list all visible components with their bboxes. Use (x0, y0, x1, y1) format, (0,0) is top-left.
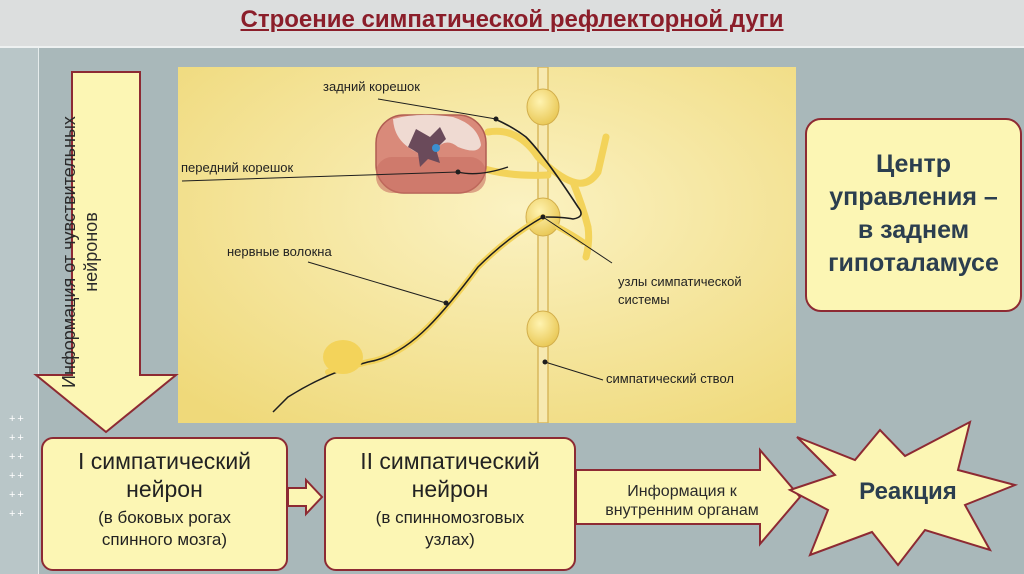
left-margin-band (0, 48, 39, 574)
plus-mark: ++ (9, 470, 26, 482)
reaction-label: Реакция (859, 478, 957, 505)
plus-mark: ++ (9, 508, 26, 520)
illustration-background (178, 67, 796, 423)
pointer-dot (455, 169, 461, 175)
neuron1-location-line2: спинного мозга) (101, 530, 228, 549)
nerve-branch (569, 178, 593, 261)
sensory-arrow-text: Информация от чувствительных нейронов (58, 87, 102, 417)
sensory-arrow-line2: нейронов (81, 212, 101, 292)
pointer-nerve-fibers (307, 261, 447, 304)
postganglionic-fiber (272, 216, 544, 413)
pointer-dot (493, 116, 499, 122)
preganglionic-fiber (494, 118, 582, 220)
organ-info-arrow (575, 447, 802, 547)
plus-mark: ++ (9, 432, 26, 444)
sensory-arrow-line1: Информация от чувствительных (59, 116, 79, 388)
ganglion (526, 88, 560, 126)
spinal-nerve (484, 127, 610, 187)
label-posterior-root: задний корешок (323, 79, 420, 94)
plus-mark: ++ (9, 413, 26, 425)
label-ganglia-line1: узлы симпатической (618, 274, 742, 289)
organ-arrow-line1: Информация к (627, 483, 737, 500)
ganglion (526, 310, 560, 348)
sympathetic-trunk (537, 67, 549, 423)
neuron1-subtitle: нейрон (126, 476, 203, 502)
header-divider (0, 46, 1024, 48)
neuron1-location-line1: (в боковых рогах (98, 508, 231, 527)
neuron2-location-line2: узлах) (425, 530, 475, 549)
neuron2-title: II симпатический (360, 448, 540, 474)
pointer-posterior-root (377, 98, 497, 120)
pointer-dot (443, 300, 449, 306)
label-anterior-root: передний корешок (181, 160, 294, 175)
neuron1-box: I симпатический нейрон (в боковых рогах … (41, 437, 288, 571)
control-center-text: Центр управления – в заднем гипоталамусе (807, 148, 1020, 280)
pointer-dot (542, 359, 548, 365)
sensory-info-arrow (33, 71, 179, 434)
target-organ-ganglion (323, 340, 363, 374)
neuron-link-arrow (287, 477, 324, 517)
pointer-ganglia (542, 216, 613, 264)
control-center-line1: Центр (875, 150, 952, 178)
neuron2-subtitle: нейрон (411, 476, 489, 502)
control-center-box: Центр управления – в заднем гипоталамусе (805, 118, 1022, 312)
fiber-connection (457, 166, 509, 175)
control-center-line3: в заднем (857, 216, 970, 244)
reaction-burst (787, 420, 1019, 567)
page-title: Строение симпатической рефлекторной дуги (240, 6, 784, 33)
organ-arrow-line2: внутренним органам (605, 502, 759, 519)
pointer-anterior-root (181, 171, 459, 182)
header-band (0, 0, 1024, 46)
anatomy-illustration (178, 67, 796, 423)
pointer-dot (540, 214, 546, 220)
neuron2-location-line1: (в спинномозговых (375, 508, 525, 527)
control-center-line2: управления – (829, 183, 998, 211)
organ-arrow-text: Информация к внутренним органам (582, 482, 782, 520)
pointer-trunk (544, 361, 604, 381)
label-sympathetic-trunk: симпатический ствол (606, 371, 734, 386)
label-ganglia-line2: системы (618, 292, 670, 307)
plus-mark: ++ (9, 451, 26, 463)
label-nerve-fibers: нервные волокна (227, 244, 332, 259)
neuron2-box: II симпатический нейрон (в спинномозговы… (324, 437, 576, 571)
neuron1-title: I симпатический (77, 448, 252, 474)
plus-mark: ++ (9, 489, 26, 501)
decorative-plus-column: ++ ++ ++ ++ ++ ++ (9, 410, 26, 524)
control-center-line4: гипоталамусе (828, 249, 999, 277)
